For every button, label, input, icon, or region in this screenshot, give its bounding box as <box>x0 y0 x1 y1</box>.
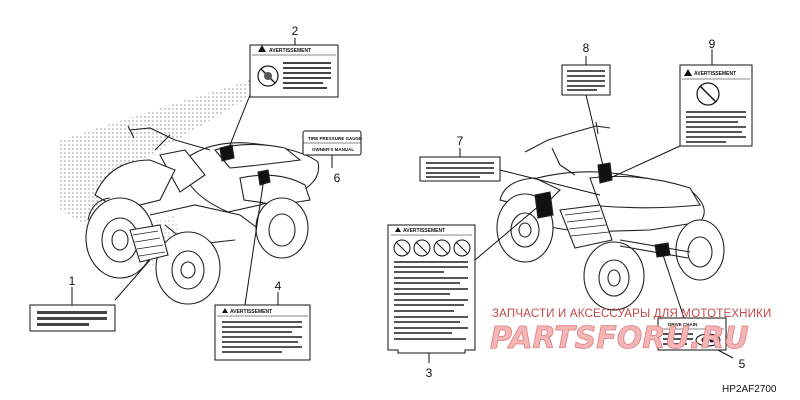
callout-numbers: 1 2 3 4 5 6 7 8 9 <box>69 24 746 380</box>
diagram-code: HP2AF2700 <box>722 384 777 395</box>
label-5-drive-chain-decal: DRIVE CHAIN <box>657 317 727 351</box>
callout-8: 8 <box>583 41 590 55</box>
watermark-logo: PARTSFORU.RU <box>490 321 749 356</box>
label-9-heading: AVERTISSEMENT <box>694 71 736 77</box>
callout-3: 3 <box>426 366 433 380</box>
callout-2: 2 <box>292 24 299 38</box>
label-5-heading: DRIVE CHAIN <box>668 322 697 327</box>
watermark: ЗАПЧАСТИ И АКСЕССУАРЫ ДЛЯ МОТОТЕХНИКИ PA… <box>490 308 772 356</box>
callout-4: 4 <box>275 279 282 293</box>
label-8-decal <box>561 64 611 96</box>
atv-right-illustration <box>496 121 725 311</box>
label-4-warning-decal: AVERTISSEMENT <box>214 304 311 361</box>
callout-1: 1 <box>69 274 76 288</box>
label-3-warning-decal: AVERTISSEMENT <box>387 224 476 354</box>
callout-6: 6 <box>334 171 341 185</box>
label-2-warning-decal: AVERTISSEMENT <box>249 44 339 98</box>
label-6-line-2: OWNER'S MANUAL <box>312 147 354 152</box>
label-9-warning-decal: AVERTISSEMENT <box>679 64 753 147</box>
atv-left-illustration <box>60 80 320 305</box>
leader-lines <box>71 38 734 363</box>
label-2-heading: AVERTISSEMENT <box>269 48 311 54</box>
callout-7: 7 <box>457 134 464 148</box>
label-3-heading: AVERTISSEMENT <box>403 228 445 234</box>
watermark-tagline: ЗАПЧАСТИ И АКСЕССУАРЫ ДЛЯ МОТОТЕХНИКИ <box>492 308 772 320</box>
callout-9: 9 <box>709 37 716 51</box>
label-7-decal <box>419 156 501 182</box>
label-6-tire-pressure-decal: TIRE PRESSURE GAUGE OWNER'S MANUAL <box>302 130 362 156</box>
label-4-heading: AVERTISSEMENT <box>230 309 272 315</box>
label-6-line-1: TIRE PRESSURE GAUGE <box>308 136 362 141</box>
callout-5: 5 <box>739 357 746 371</box>
label-1-decal <box>29 304 116 332</box>
